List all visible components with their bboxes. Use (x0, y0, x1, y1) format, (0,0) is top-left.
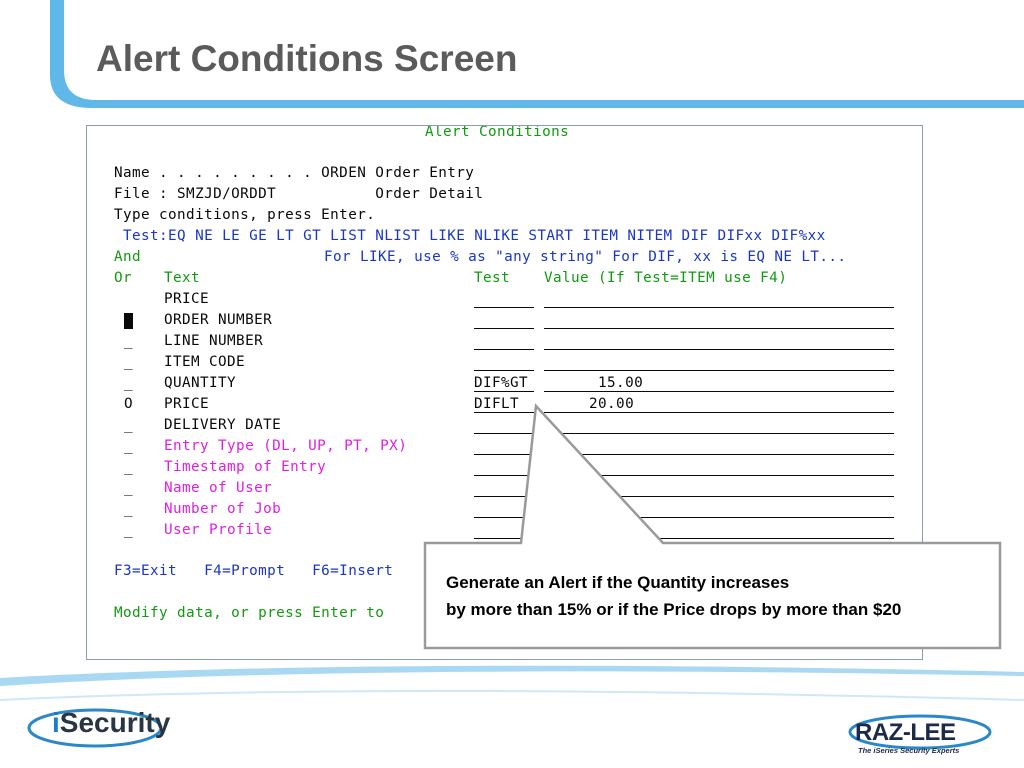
function-keys[interactable]: F3=Exit F4=Prompt F6=Insert (114, 563, 394, 579)
like-hint: For LIKE, use % as "any string" For DIF,… (324, 249, 847, 265)
value-field[interactable] (544, 475, 894, 476)
test-field[interactable] (474, 454, 534, 455)
test-field[interactable] (474, 496, 534, 497)
test-field[interactable] (474, 538, 534, 539)
value-field[interactable] (544, 433, 894, 434)
row-selector[interactable]: _ (124, 333, 133, 349)
test-field[interactable] (474, 517, 534, 518)
row-selector[interactable]: _ (124, 354, 133, 370)
test-field[interactable] (474, 391, 534, 392)
test-options-line: Test:EQ NE LE GE LT GT LIST NLIST LIKE N… (114, 228, 826, 244)
value-field[interactable] (544, 328, 894, 329)
row-text: ITEM CODE (164, 354, 246, 370)
row-selector[interactable]: _ (124, 417, 133, 433)
column-value: Value (If Test=ITEM use F4) (544, 270, 788, 286)
razlee-logo: RAZ-LEE (855, 719, 956, 746)
isecurity-logo-text: Security (59, 707, 171, 738)
row-text: User Profile (164, 522, 273, 538)
name-line: Name . . . . . . . . . ORDEN Order Entry (114, 165, 475, 181)
row-selector[interactable]: O (124, 396, 133, 412)
row-text: QUANTITY (164, 375, 237, 391)
callout-line-2: by more than 15% or if the Price drops b… (446, 600, 902, 619)
instruction-line: Type conditions, press Enter. (114, 207, 376, 223)
callout-line-1: Generate an Alert if the Quantity increa… (446, 573, 790, 592)
row-text: Name of User (164, 480, 273, 496)
value-field[interactable] (544, 538, 894, 539)
row-text: LINE NUMBER (164, 333, 264, 349)
value-field[interactable] (544, 391, 894, 392)
row-selector[interactable]: _ (124, 501, 133, 517)
column-text: Text (164, 270, 201, 286)
row-selector[interactable]: _ (124, 438, 133, 454)
row-text: Timestamp of Entry (164, 459, 327, 475)
test-field[interactable] (474, 328, 534, 329)
cursor-block (124, 313, 133, 329)
slide-title: Alert Conditions Screen (96, 38, 518, 79)
status-message: Modify data, or press Enter to (114, 605, 385, 621)
value-field[interactable] (544, 412, 894, 413)
row-selector[interactable]: _ (124, 375, 133, 391)
row-text: PRICE (164, 396, 210, 412)
and-label: And (114, 249, 142, 265)
value-field[interactable] (544, 349, 894, 350)
test-field[interactable] (474, 307, 534, 308)
test-field[interactable] (474, 475, 534, 476)
row-text: Entry Type (DL, UP, PT, PX) (164, 438, 408, 454)
column-test: Test (474, 270, 511, 286)
row-text: PRICE (164, 291, 210, 307)
test-field[interactable] (474, 370, 534, 371)
row-text: Number of Job (164, 501, 282, 517)
isecurity-logo-i: i (52, 707, 60, 738)
row-text: ORDER NUMBER (164, 312, 273, 328)
row-selector[interactable]: _ (124, 480, 133, 496)
test-field[interactable] (474, 349, 534, 350)
row-selector[interactable]: _ (124, 459, 133, 475)
row-selector[interactable]: _ (124, 522, 133, 538)
value-field[interactable] (544, 307, 894, 308)
value-field[interactable] (544, 517, 894, 518)
callout-text: Generate an Alert if the Quantity increa… (446, 569, 901, 623)
file-line: File : SMZJD/ORDDT Order Detail (114, 186, 484, 202)
test-field[interactable] (474, 412, 534, 413)
test-value[interactable]: DIF%GT (474, 375, 529, 391)
test-value[interactable]: DIFLT (474, 396, 520, 412)
row-text: DELIVERY DATE (164, 417, 282, 433)
value-field[interactable] (544, 370, 894, 371)
test-field[interactable] (474, 433, 534, 434)
razlee-tagline: The iSeries Security Experts (858, 746, 960, 755)
value-value[interactable]: 20.00 (544, 396, 635, 412)
column-or: Or (114, 270, 133, 286)
screen-title: Alert Conditions (425, 125, 570, 140)
value-field[interactable] (544, 496, 894, 497)
value-field[interactable] (544, 454, 894, 455)
isecurity-logo: iSecurity (52, 707, 170, 739)
value-value[interactable]: 15.00 (544, 375, 644, 391)
